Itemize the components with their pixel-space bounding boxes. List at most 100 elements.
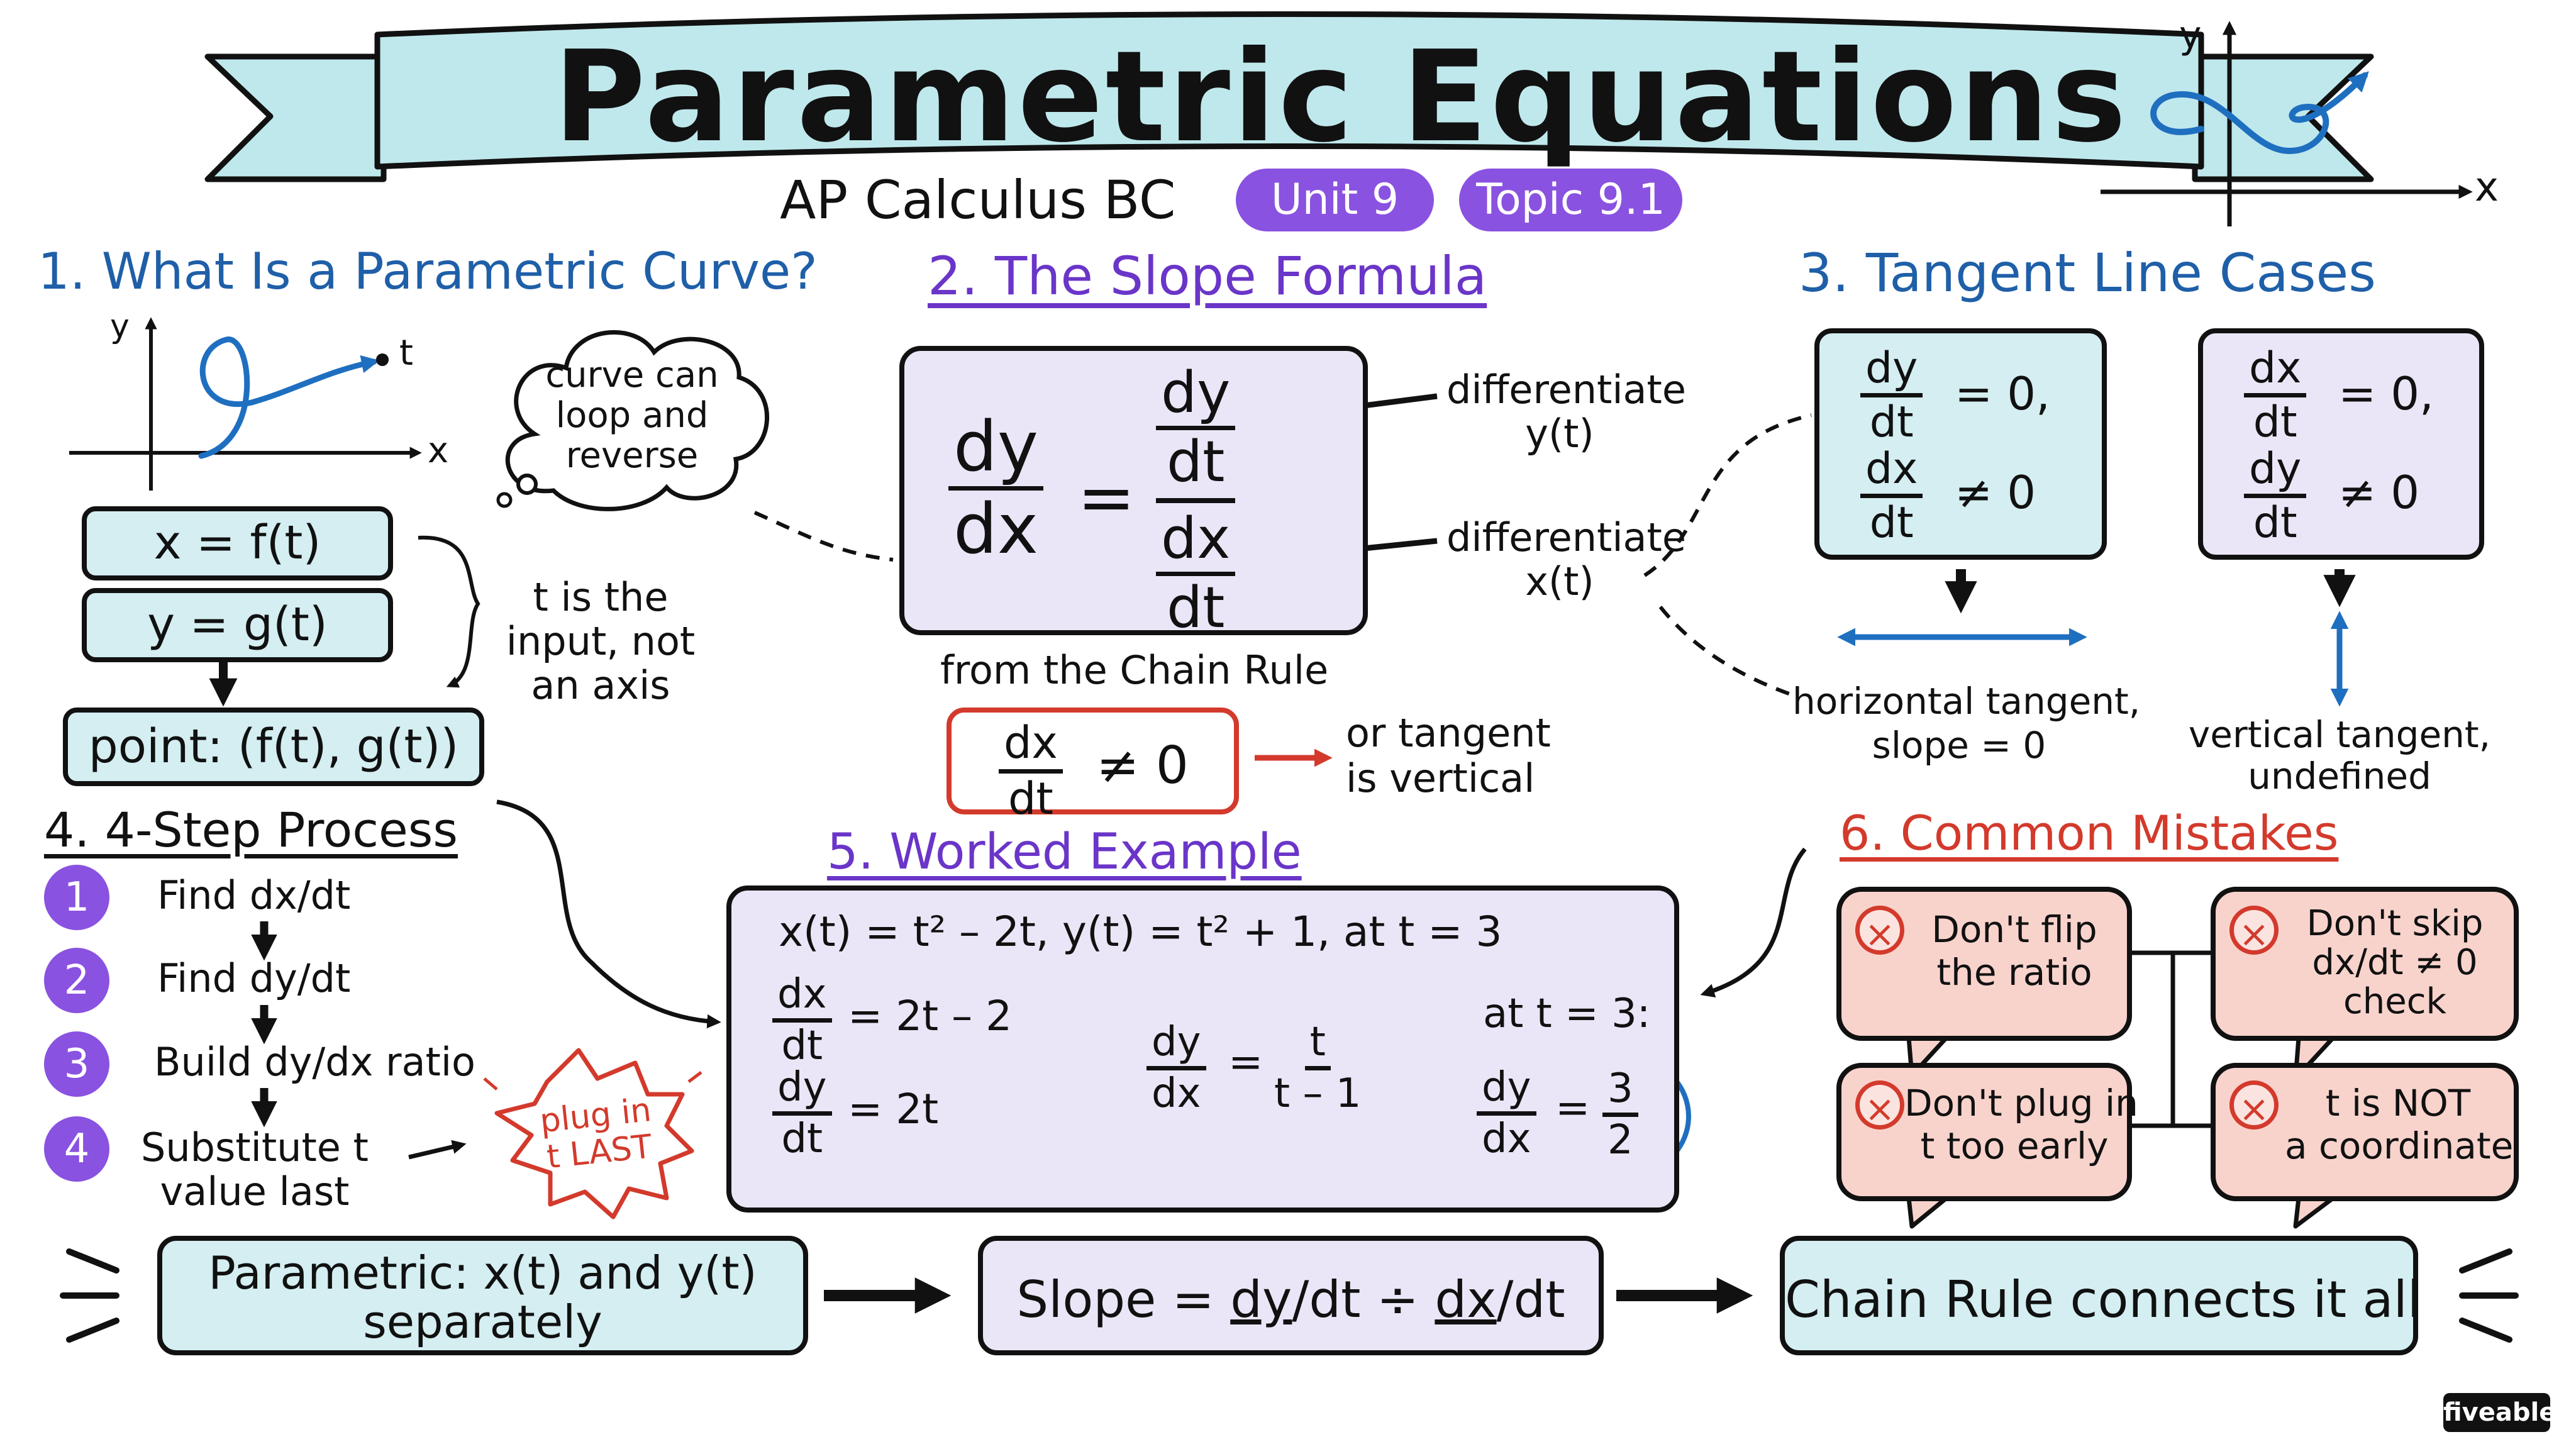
dxdt-condition-frac: dx dt	[999, 719, 1063, 824]
page-title: Parametric Equations	[553, 24, 2129, 170]
section3-heading: 3. Tangent Line Cases	[1799, 242, 2376, 304]
summary-parametric-text: Parametric: x(t) and y(t) separately	[162, 1248, 803, 1346]
mistake-4-text: t is NOT a coordinate	[2285, 1082, 2513, 1167]
slope-rhs-top-den: dt	[1166, 428, 1225, 495]
t-input-note: t is the input, not an axis	[497, 575, 704, 708]
differentiate-x-label: differentiate x(t)	[1446, 516, 1686, 604]
mistake-4-line-1: t is NOT	[2325, 1082, 2471, 1124]
worked-example-box: x(t) = t² – 2t, y(t) = t² + 1, at t = 3 …	[726, 886, 1679, 1213]
dxdt-condition-box: dx dt ≠ 0	[947, 708, 1239, 821]
ratio-value-frac: t t – 1	[1269, 1021, 1367, 1115]
summary-parametric-line-1: Parametric: x(t) and y(t)	[208, 1246, 757, 1299]
ratio-frac: dy dx	[1146, 1021, 1206, 1115]
equation-x-box: x = f(t)	[82, 506, 393, 580]
ratio-equals: =	[1228, 1038, 1263, 1086]
summary-slope-text: Slope = dy/dt ÷ dx/dt	[983, 1271, 1599, 1329]
summary-arrows	[60, 1248, 2519, 1343]
equation-y-box: y = g(t)	[82, 588, 393, 662]
case2-a-den: dt	[2253, 397, 2297, 448]
slope-formula-box: dy dx = dy dt dx dt	[899, 346, 1368, 638]
slope-rhs: dy dt dx dt	[1156, 363, 1236, 638]
section4-heading: 4. 4-Step Process	[44, 802, 458, 858]
point-text: point: (f(t), g(t))	[88, 719, 459, 774]
cloud-line-1: curve can	[545, 355, 719, 396]
dxdt-frac: dx dt	[772, 973, 832, 1067]
tangent-case-vertical-box: dx dt = 0, dy dt ≠ 0	[2198, 328, 2484, 560]
cloud-text: curve can loop and reverse	[538, 355, 726, 476]
horizontal-tangent-label: horizontal tangent, slope = 0	[1792, 679, 2141, 767]
cloud-line-2: loop and	[555, 395, 709, 436]
mistake-2-line-1: Don't skip	[2306, 903, 2484, 944]
vertical-tangent-note: or tangent is vertical	[1346, 711, 1551, 801]
slope-lhs-num: dy	[948, 410, 1043, 491]
dydt-den: dt	[781, 1116, 823, 1163]
differentiate-y-line-1: differentiate	[1446, 367, 1686, 413]
section6-heading: 6. Common Mistakes	[1840, 805, 2339, 861]
chain-rule-note: from the Chain Rule	[940, 647, 1329, 693]
section4-step-arrows	[251, 921, 467, 1160]
cloud-line-3: reverse	[565, 435, 699, 476]
section1-heading: 1. What Is a Parametric Curve?	[38, 242, 818, 301]
mistake-2-line-2: dx/dt ≠ 0	[2312, 942, 2478, 983]
mistake-4-x-icon: ×	[2229, 1080, 2279, 1130]
case2-b-num: dy	[2244, 447, 2307, 499]
summary-slope-dt2: /dt	[1496, 1270, 1565, 1329]
course-name: AP Calculus BC	[780, 169, 1176, 231]
case1-a-den: dt	[1869, 397, 1914, 448]
dydt-value: = 2t	[848, 1085, 939, 1133]
differentiate-x-line-2: x(t)	[1525, 558, 1594, 604]
ratio-den: dx	[1152, 1070, 1201, 1118]
mistake-1-x-icon: ×	[1855, 906, 1904, 955]
section1-graph-x-label: x	[428, 430, 449, 471]
summary-parametric-box: Parametric: x(t) and y(t) separately	[157, 1236, 808, 1355]
t-input-note-line-1: t is the	[533, 574, 669, 620]
plug-in-stamp-shape	[483, 1048, 702, 1219]
dxdt-condition-den: dt	[1008, 772, 1053, 824]
point-box: point: (f(t), g(t))	[63, 708, 484, 786]
result-equals: =	[1555, 1084, 1591, 1132]
step-2-text: Find dy/dt	[157, 955, 351, 1001]
slope-rhs-top-num: dy	[1156, 363, 1236, 430]
summary-chain-rule-box: Chain Rule connects it all	[1780, 1236, 2422, 1355]
mistake-2-x-icon: ×	[2229, 906, 2279, 955]
slope-lhs: dy dx	[948, 410, 1043, 565]
section1-connectors	[209, 535, 721, 1029]
evaluation-label: at t = 3:	[1483, 991, 1651, 1037]
case2-b-frac: dy dt	[2244, 447, 2307, 546]
section6-connectors	[1700, 847, 2211, 1128]
answer-den: 2	[1607, 1117, 1633, 1164]
equation-x: x = f(t)	[153, 516, 321, 570]
mistake-1-line-1: Don't flip	[1931, 908, 2097, 951]
case1-b-num: dx	[1860, 447, 1923, 499]
thought-cloud	[496, 330, 894, 562]
step-3-text: Build dy/dx ratio	[154, 1039, 475, 1085]
mistake-1-text: Don't flip the ratio	[1911, 908, 2118, 994]
case2-b-rel: ≠ 0	[2338, 466, 2420, 519]
header-graph-y-label: y	[2179, 13, 2202, 57]
ratio-num: dy	[1146, 1021, 1206, 1071]
topic-badge: Topic 9.1	[1459, 169, 1682, 231]
dxdt-condition-num: dx	[999, 719, 1063, 774]
slope-equals: =	[1077, 457, 1136, 538]
section3-connectors	[1643, 413, 2356, 707]
step-4-text-line-1: Substitute t	[141, 1124, 369, 1170]
result-frac: dy dx	[1477, 1066, 1536, 1160]
answer-num: 3	[1602, 1067, 1638, 1118]
case2-a-frac: dx dt	[2244, 346, 2307, 448]
step-2-badge: 2	[44, 948, 109, 1013]
vertical-tangent-note-line-2: is vertical	[1346, 755, 1535, 801]
summary-parametric-line-2: separately	[363, 1296, 602, 1348]
step-3-badge: 3	[44, 1031, 109, 1097]
vertical-tangent-label: vertical tangent, undefined	[2176, 714, 2503, 797]
unit-badge: Unit 9	[1236, 169, 1434, 231]
summary-chain-rule-text: Chain Rule connects it all	[1785, 1270, 2422, 1329]
case1-a-num: dy	[1860, 346, 1923, 398]
horizontal-tangent-line-1: horizontal tangent,	[1792, 680, 2141, 723]
summary-slope-box: Slope = dy/dt ÷ dx/dt	[978, 1236, 1604, 1355]
summary-slope-dx: dx	[1435, 1270, 1497, 1329]
result-num: dy	[1477, 1066, 1536, 1116]
step-4-badge: 4	[44, 1116, 109, 1182]
equation-y: y = g(t)	[147, 597, 328, 652]
